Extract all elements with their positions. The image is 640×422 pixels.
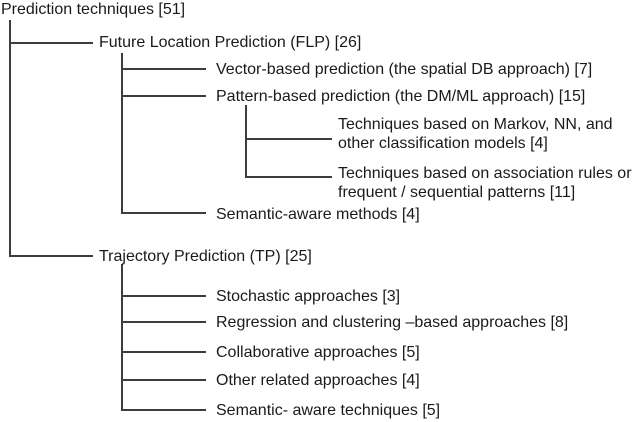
tree-node-stochastic-approaches: Stochastic approaches [3] <box>216 288 401 305</box>
tree-node-semantic-aware-methods: Semantic-aware methods [4] <box>216 206 420 223</box>
tree-node-trajectory-prediction: Trajectory Prediction (TP) [25] <box>99 248 312 265</box>
tree-node-future-location-prediction: Future Location Prediction (FLP) [26] <box>99 34 362 51</box>
connector-pattern-vertical <box>245 105 247 178</box>
connector-branch-stochastic <box>121 295 206 297</box>
tree-node-prediction-techniques: Prediction techniques [51] <box>1 1 186 18</box>
connector-branch-pattern-based <box>121 95 206 97</box>
connector-branch-tp <box>9 255 93 257</box>
connector-branch-flp <box>9 42 93 44</box>
connector-tp-vertical <box>121 264 123 411</box>
tree-node-association-line-2: frequent / sequential patterns [11] <box>338 184 576 201</box>
tree-node-markov-line-2: other classification models [4] <box>338 135 548 152</box>
tree-node-markov-line-1: Techniques based on Markov, NN, and <box>338 116 613 133</box>
connector-branch-semantic-methods <box>121 212 206 214</box>
connector-branch-semantic-techniques <box>121 409 206 411</box>
tree-node-regression-clustering-approaches: Regression and clustering –based approac… <box>216 314 569 331</box>
tree-node-semantic-aware-techniques: Semantic- aware techniques [5] <box>216 402 441 419</box>
tree-node-other-related-approaches: Other related approaches [4] <box>216 372 420 389</box>
tree-node-collaborative-approaches: Collaborative approaches [5] <box>216 344 420 361</box>
connector-branch-vector-based <box>121 68 206 70</box>
tree-node-pattern-based-prediction: Pattern-based prediction (the DM/ML appr… <box>216 88 586 105</box>
connector-flp-vertical <box>121 53 123 214</box>
tree-node-association-line-1: Techniques based on association rules or <box>338 165 632 182</box>
connector-branch-association <box>245 176 332 178</box>
connector-root-vertical <box>9 20 11 257</box>
connector-branch-regression <box>121 321 206 323</box>
tree-node-association-rules-patterns: Techniques based on association rules or… <box>338 164 632 202</box>
tree-node-markov-nn-classification: Techniques based on Markov, NN, and othe… <box>338 115 613 153</box>
tree-node-vector-based-prediction: Vector-based prediction (the spatial DB … <box>216 61 593 78</box>
connector-branch-collaborative <box>121 351 206 353</box>
connector-branch-other-related <box>121 379 206 381</box>
connector-branch-markov <box>245 138 332 140</box>
